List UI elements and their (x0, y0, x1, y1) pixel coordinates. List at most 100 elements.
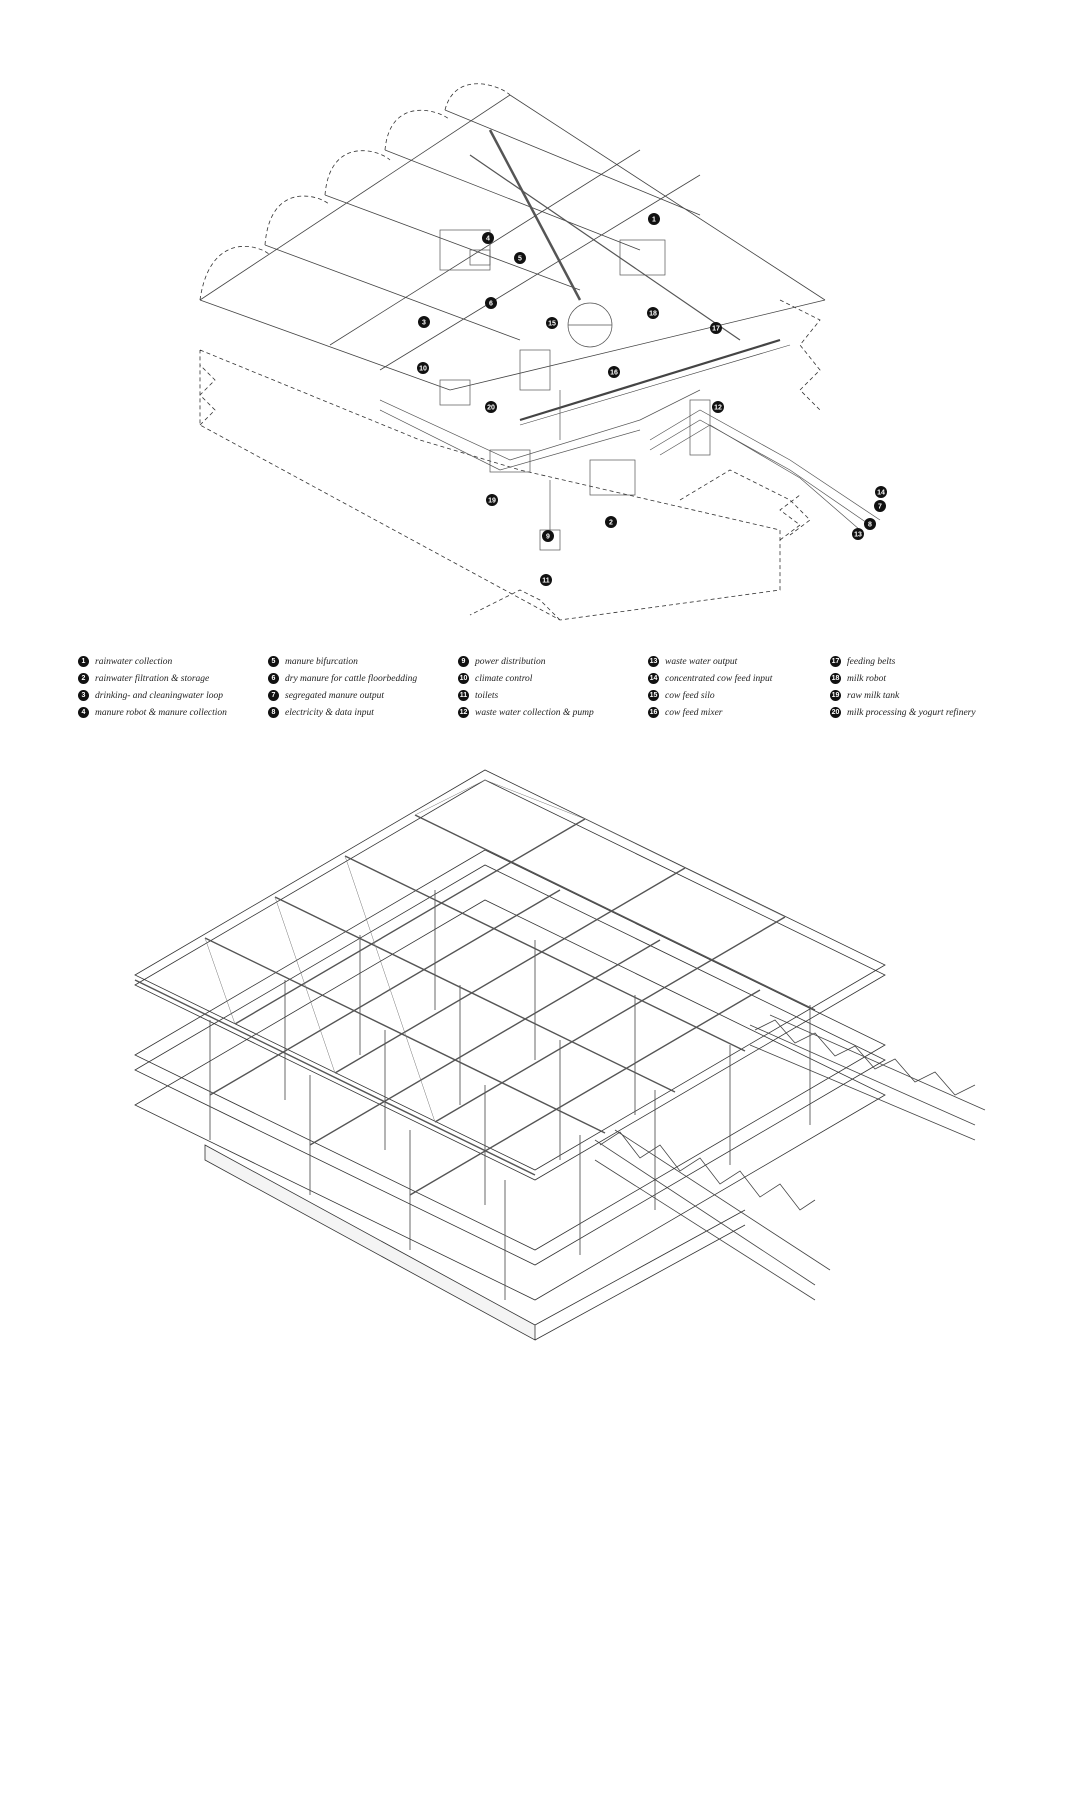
legend-number: 18 (830, 673, 841, 684)
legend-item: 20 milk processing & yogurt refinery (830, 704, 1030, 721)
legend-item: 14 concentrated cow feed input (648, 670, 848, 687)
callout-number: 8 (868, 522, 872, 529)
legend-item: 11 toilets (458, 687, 658, 704)
floor-outline-dashed (199, 83, 821, 621)
legend-number: 7 (268, 690, 279, 701)
legend-label: milk robot (847, 673, 886, 684)
legend-item: 13 waste water output (648, 653, 848, 670)
legend-label: segregated manure output (285, 690, 385, 701)
callout-number: 13 (854, 532, 862, 539)
legend-column-2: 5 manure bifurcation 6 dry manure for catt… (268, 653, 468, 721)
legend-label: dry manure for cattle floorbedding (285, 673, 418, 684)
legend-column-5: 17 feeding belts 18 milk robot 19 raw milk … (830, 653, 1030, 721)
legend-item: 19 raw milk tank (830, 687, 1030, 704)
legend-item: 8 electricity & data input (268, 704, 468, 721)
legend-number: 6 (268, 673, 279, 684)
roof-panels (199, 94, 826, 426)
structural-frame-axonometric (134, 769, 986, 1341)
legend-label: toilets (475, 690, 499, 701)
callout-number: 1 (652, 217, 656, 224)
legend-item: 16 cow feed mixer (648, 704, 848, 721)
legend-label: electricity & data input (285, 707, 374, 718)
legend-item: 7 segregated manure output (268, 687, 468, 704)
callout-number: 17 (712, 326, 720, 333)
legend-label: waste water collection & pump (475, 707, 594, 718)
legend-number: 20 (830, 707, 841, 718)
legend-item: 2 rainwater filtration & storage (78, 670, 278, 687)
callout-number: 4 (486, 236, 490, 243)
callout-number: 12 (714, 405, 722, 412)
callout-number: 5 (518, 256, 522, 263)
equipment-lines (379, 129, 881, 551)
legend-item: 12 waste water collection & pump (458, 704, 658, 721)
legend-item: 6 dry manure for cattle floorbedding (268, 670, 468, 687)
legend-number: 17 (830, 656, 841, 667)
beams (134, 814, 816, 1196)
access-bridge-right (749, 1014, 986, 1141)
legend-label: milk processing & yogurt refinery (847, 707, 976, 718)
callout-number: 10 (419, 366, 427, 373)
legend-item: 18 milk robot (830, 670, 1030, 687)
callout-number: 2 (609, 520, 613, 527)
legend-number: 5 (268, 656, 279, 667)
callout-number: 18 (649, 311, 657, 318)
legend-column-3: 9 power distribution 10 climate control 11… (458, 653, 658, 721)
legend-number: 15 (648, 690, 659, 701)
access-bridge-left (594, 1129, 831, 1301)
legend-number: 10 (458, 673, 469, 684)
legend-number: 19 (830, 690, 841, 701)
callout-number: 11 (542, 578, 550, 585)
callout-number: 15 (548, 321, 556, 328)
legend-column-1: 1 rainwater collection 2 rainwater filtrat… (78, 653, 278, 721)
legend-label: cow feed silo (665, 690, 715, 701)
legend-number: 4 (78, 707, 89, 718)
callout-number: 6 (489, 301, 493, 308)
legend-item: 4 manure robot & manure collection (78, 704, 278, 721)
legend-item: 9 power distribution (458, 653, 658, 670)
legend-item: 3 drinking- and cleaningwater loop (78, 687, 278, 704)
legend-number: 11 (458, 690, 469, 701)
legend-label: waste water output (665, 656, 738, 667)
legend-number: 8 (268, 707, 279, 718)
callout-number: 3 (422, 320, 426, 327)
legend-number: 9 (458, 656, 469, 667)
legend-label: manure bifurcation (285, 656, 358, 667)
legend-number: 1 (78, 656, 89, 667)
legend-number: 13 (648, 656, 659, 667)
legend-number: 3 (78, 690, 89, 701)
legend-label: feeding belts (847, 656, 896, 667)
roof-truss-grid (134, 769, 886, 1181)
legend-item: 17 feeding belts (830, 653, 1030, 670)
legend-column-4: 13 waste water output 14 concentrated cow … (648, 653, 848, 721)
legend-label: drinking- and cleaningwater loop (95, 690, 223, 701)
middle-floor (134, 849, 886, 1266)
legend-label: power distribution (475, 656, 546, 667)
callout-number: 20 (487, 405, 495, 412)
legend-item: 10 climate control (458, 670, 658, 687)
legend-number: 12 (458, 707, 469, 718)
legend-label: rainwater filtration & storage (95, 673, 210, 684)
legend-number: 16 (648, 707, 659, 718)
legend-item: 1 rainwater collection (78, 653, 278, 670)
legend-label: manure robot & manure collection (95, 707, 227, 718)
legend-item: 15 cow feed silo (648, 687, 848, 704)
legend-label: climate control (475, 673, 533, 684)
legend-label: rainwater collection (95, 656, 173, 667)
callout-number: 16 (610, 370, 618, 377)
callout-number: 14 (877, 490, 885, 497)
legend-label: concentrated cow feed input (665, 673, 773, 684)
base-slab (134, 899, 886, 1341)
legend-number: 2 (78, 673, 89, 684)
callout-number: 7 (878, 504, 882, 511)
callout-number: 19 (488, 498, 496, 505)
columns (209, 890, 811, 1300)
legend-number: 14 (648, 673, 659, 684)
legend-item: 5 manure bifurcation (268, 653, 468, 670)
callout-number: 9 (546, 534, 550, 541)
legend: 1 rainwater collection 2 rainwater filtrat… (78, 653, 1018, 733)
legend-label: raw milk tank (847, 690, 900, 701)
legend-label: cow feed mixer (665, 707, 723, 718)
roof-bracing (204, 779, 786, 1123)
